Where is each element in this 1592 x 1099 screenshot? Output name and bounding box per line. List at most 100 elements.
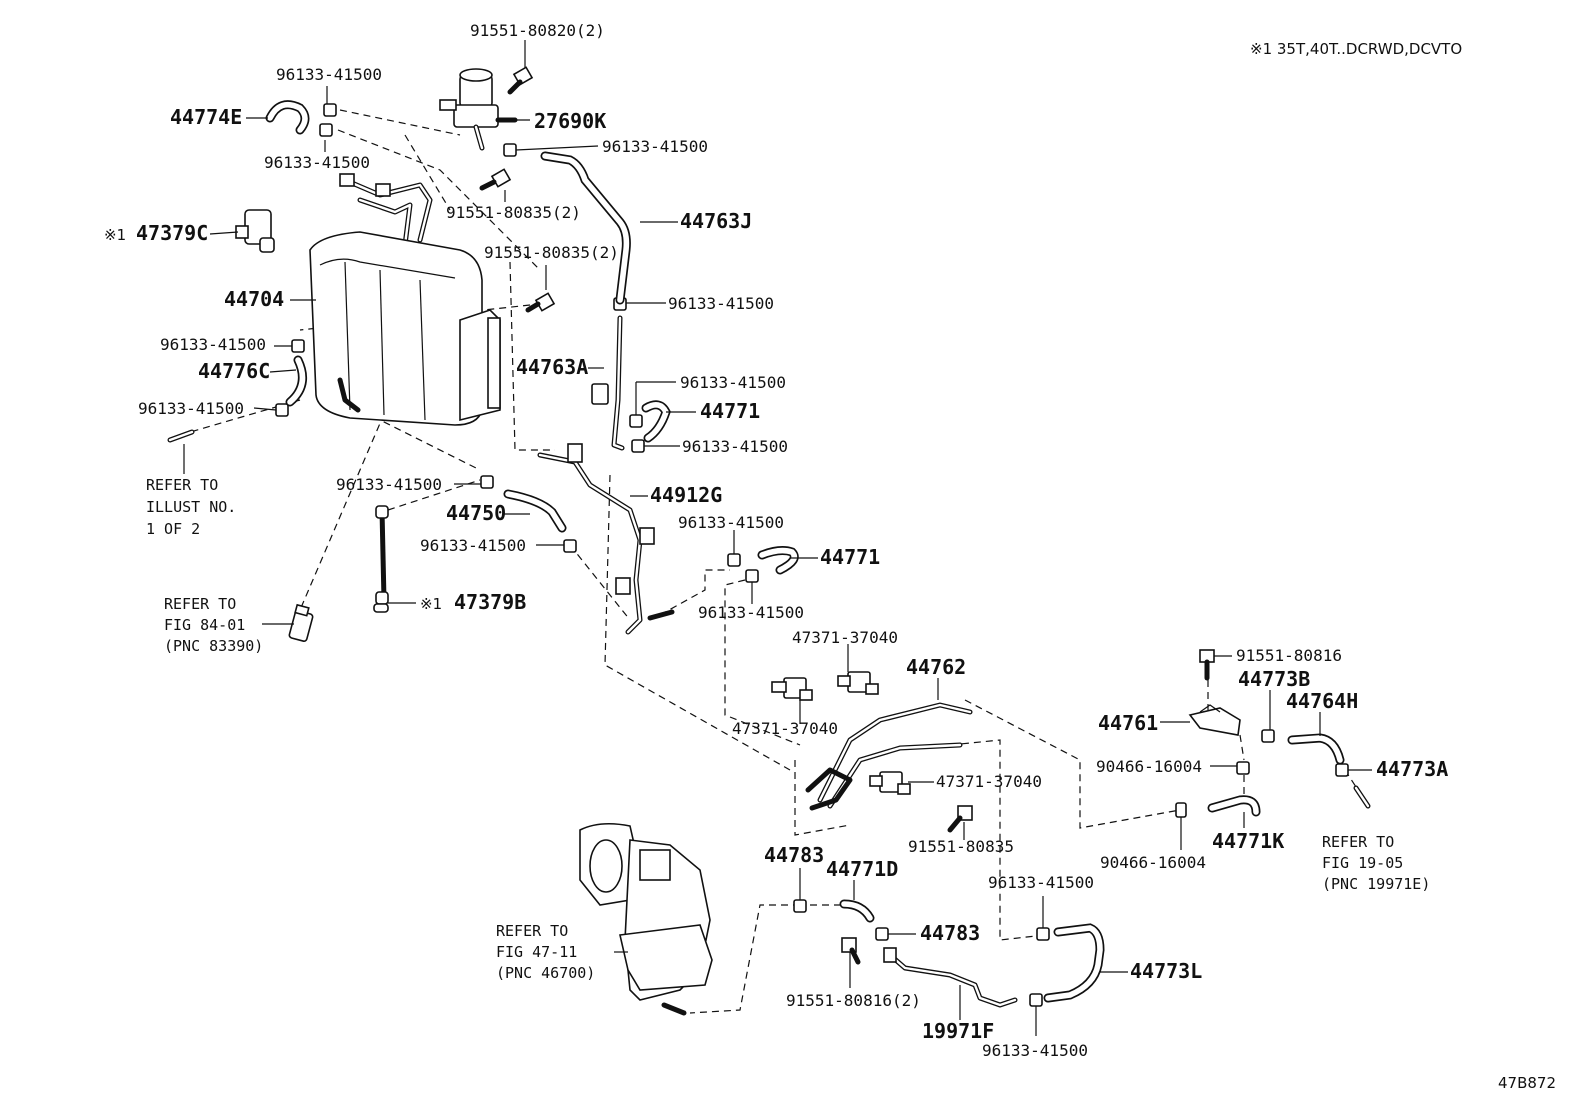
label-44773b: 44773B — [1238, 667, 1310, 691]
pipe-stub-left — [167, 429, 195, 443]
label-44774e: 44774E — [170, 105, 242, 129]
label-47371-37040-c: 47371-37040 — [936, 772, 1042, 791]
label-96133-41500-i: 96133-41500 — [336, 475, 442, 494]
label-44762: 44762 — [906, 655, 966, 679]
label-47371-37040-a: 47371-37040 — [792, 628, 898, 647]
pipe-44763a — [591, 315, 625, 451]
label-44783-b: 44783 — [920, 921, 980, 945]
bracket-assembly — [339, 173, 433, 248]
label-96133-41500-h: 96133-41500 — [682, 437, 788, 456]
label-44763j: 44763J — [680, 209, 752, 233]
label-44764h: 44764H — [1286, 689, 1358, 713]
label-44761: 44761 — [1098, 711, 1158, 735]
ref-fig-19-05: REFER TO FIG 19-05 (PNC 19971E) — [1322, 833, 1430, 893]
ref-fig84-line-1: REFER TO — [164, 595, 236, 613]
hose-44771-upper — [641, 400, 671, 443]
label-44771k: 44771K — [1212, 829, 1284, 853]
pipe-44912g — [537, 443, 675, 635]
label-96133-41500-e: 96133-41500 — [160, 335, 266, 354]
ref-illust-line-2: ILLUST NO. — [146, 498, 236, 516]
label-27690k: 27690K — [534, 109, 606, 133]
vsv-47371-37040-a — [771, 677, 813, 701]
label-44771d: 44771D — [826, 857, 898, 881]
label-44912g: 44912G — [650, 483, 722, 507]
ref-fig-47-11: REFER TO FIG 47-11 (PNC 46700) — [496, 922, 595, 982]
hose-44771-lower — [757, 546, 799, 575]
tank-44704 — [309, 231, 501, 426]
label-96133-41500-c: 96133-41500 — [602, 137, 708, 156]
hose-44773l — [1043, 923, 1105, 1003]
ref-fig4711-line-3: (PNC 46700) — [496, 964, 595, 982]
label-90466-16004-b: 90466-16004 — [1100, 853, 1206, 872]
label-44773a: 44773A — [1376, 757, 1448, 781]
hose-44764h — [1287, 733, 1345, 765]
label-91551-80816-2: 91551-80816(2) — [786, 991, 921, 1010]
label-96133-41500-n: 96133-41500 — [982, 1041, 1088, 1060]
bolt-91551-80835-lower — [525, 292, 556, 313]
label-91551-80835: 91551-80835 — [908, 837, 1014, 856]
label-44763a: 44763A — [516, 355, 588, 379]
pressure-sensor — [288, 603, 314, 642]
ref-fig4711-line-1: REFER TO — [496, 922, 568, 940]
bracket-47379b — [373, 505, 389, 613]
ref-illust-line-3: 1 OF 2 — [146, 520, 200, 538]
ref-illust-no-1-of-2: REFER TO ILLUST NO. 1 OF 2 — [146, 476, 236, 538]
vsv-47371-37040-b — [837, 671, 879, 695]
label-47379b: 47379B — [454, 590, 526, 614]
hose-44750 — [503, 489, 567, 533]
label-44771-lower: 44771 — [820, 545, 880, 569]
hose-44771d — [839, 899, 875, 923]
label-44776c: 44776C — [198, 359, 270, 383]
sensor-47379c — [235, 209, 275, 253]
label-note-mark-c: ※1 — [104, 226, 126, 244]
label-44783-a: 44783 — [764, 843, 824, 867]
label-44771-upper: 44771 — [700, 399, 760, 423]
label-96133-41500-f: 96133-41500 — [680, 373, 786, 392]
part-labels: 91551-80820(2) 96133-41500 44774E 27690K… — [104, 21, 1448, 1060]
label-96133-41500-b: 96133-41500 — [264, 153, 370, 172]
ref-fig84-line-3: (PNC 83390) — [164, 637, 263, 655]
hose-44776c — [285, 355, 307, 407]
ref-fig1905-line-1: REFER TO — [1322, 833, 1394, 851]
bolt-91551-80835-upper — [479, 168, 512, 191]
hose-44774e — [265, 100, 310, 135]
ref-fig-84-01: REFER TO FIG 84-01 (PNC 83390) — [164, 595, 263, 655]
ref-fig1905-line-3: (PNC 19971E) — [1322, 875, 1430, 893]
label-96133-41500-a: 96133-41500 — [276, 65, 382, 84]
throttle-body — [579, 822, 713, 1016]
label-note-mark-b: ※1 — [420, 595, 442, 613]
label-96133-41500-k: 96133-41500 — [420, 536, 526, 555]
label-96133-41500-m: 96133-41500 — [988, 873, 1094, 892]
label-96133-41500-g: 96133-41500 — [138, 399, 244, 418]
label-47371-37040-b: 47371-37040 — [732, 719, 838, 738]
ref-fig4711-line-2: FIG 47-11 — [496, 943, 577, 961]
label-47379c: 47379C — [136, 221, 208, 245]
pipe-19971f — [883, 947, 1018, 1008]
label-91551-80816: 91551-80816 — [1236, 646, 1342, 665]
label-91551-80835-2-a: 91551-80835(2) — [446, 203, 581, 222]
label-44773l: 44773L — [1130, 959, 1202, 983]
ref-illust-line-1: REFER TO — [146, 476, 218, 494]
applicability-note: ※1 35T,40T..DCRWD,DCVTO — [1250, 40, 1462, 58]
label-96133-41500-l: 96133-41500 — [698, 603, 804, 622]
ref-fig84-line-2: FIG 84-01 — [164, 616, 245, 634]
label-90466-16004-a: 90466-16004 — [1096, 757, 1202, 776]
label-96133-41500-d: 96133-41500 — [668, 294, 774, 313]
ref-fig1905-line-2: FIG 19-05 — [1322, 854, 1403, 872]
bolt-91551-80820 — [507, 66, 534, 95]
vsv-47371-37040-c — [869, 771, 911, 795]
leader-lines — [183, 40, 1372, 1036]
pipe-44762 — [805, 702, 973, 811]
hose-44771k — [1207, 795, 1261, 817]
label-44704: 44704 — [224, 287, 284, 311]
vsv-27690k — [439, 68, 518, 151]
hose-44763j — [540, 151, 631, 305]
bracket-44761 — [1188, 649, 1241, 736]
pipe-to-fig-19-05 — [1353, 785, 1371, 809]
bolt-91551-80816-2 — [841, 937, 861, 965]
bolt-91551-80835 — [947, 805, 973, 833]
illustration-code: 47B872 — [1498, 1074, 1556, 1092]
label-19971f: 19971F — [922, 1019, 994, 1043]
label-91551-80820-2: 91551-80820(2) — [470, 21, 605, 40]
